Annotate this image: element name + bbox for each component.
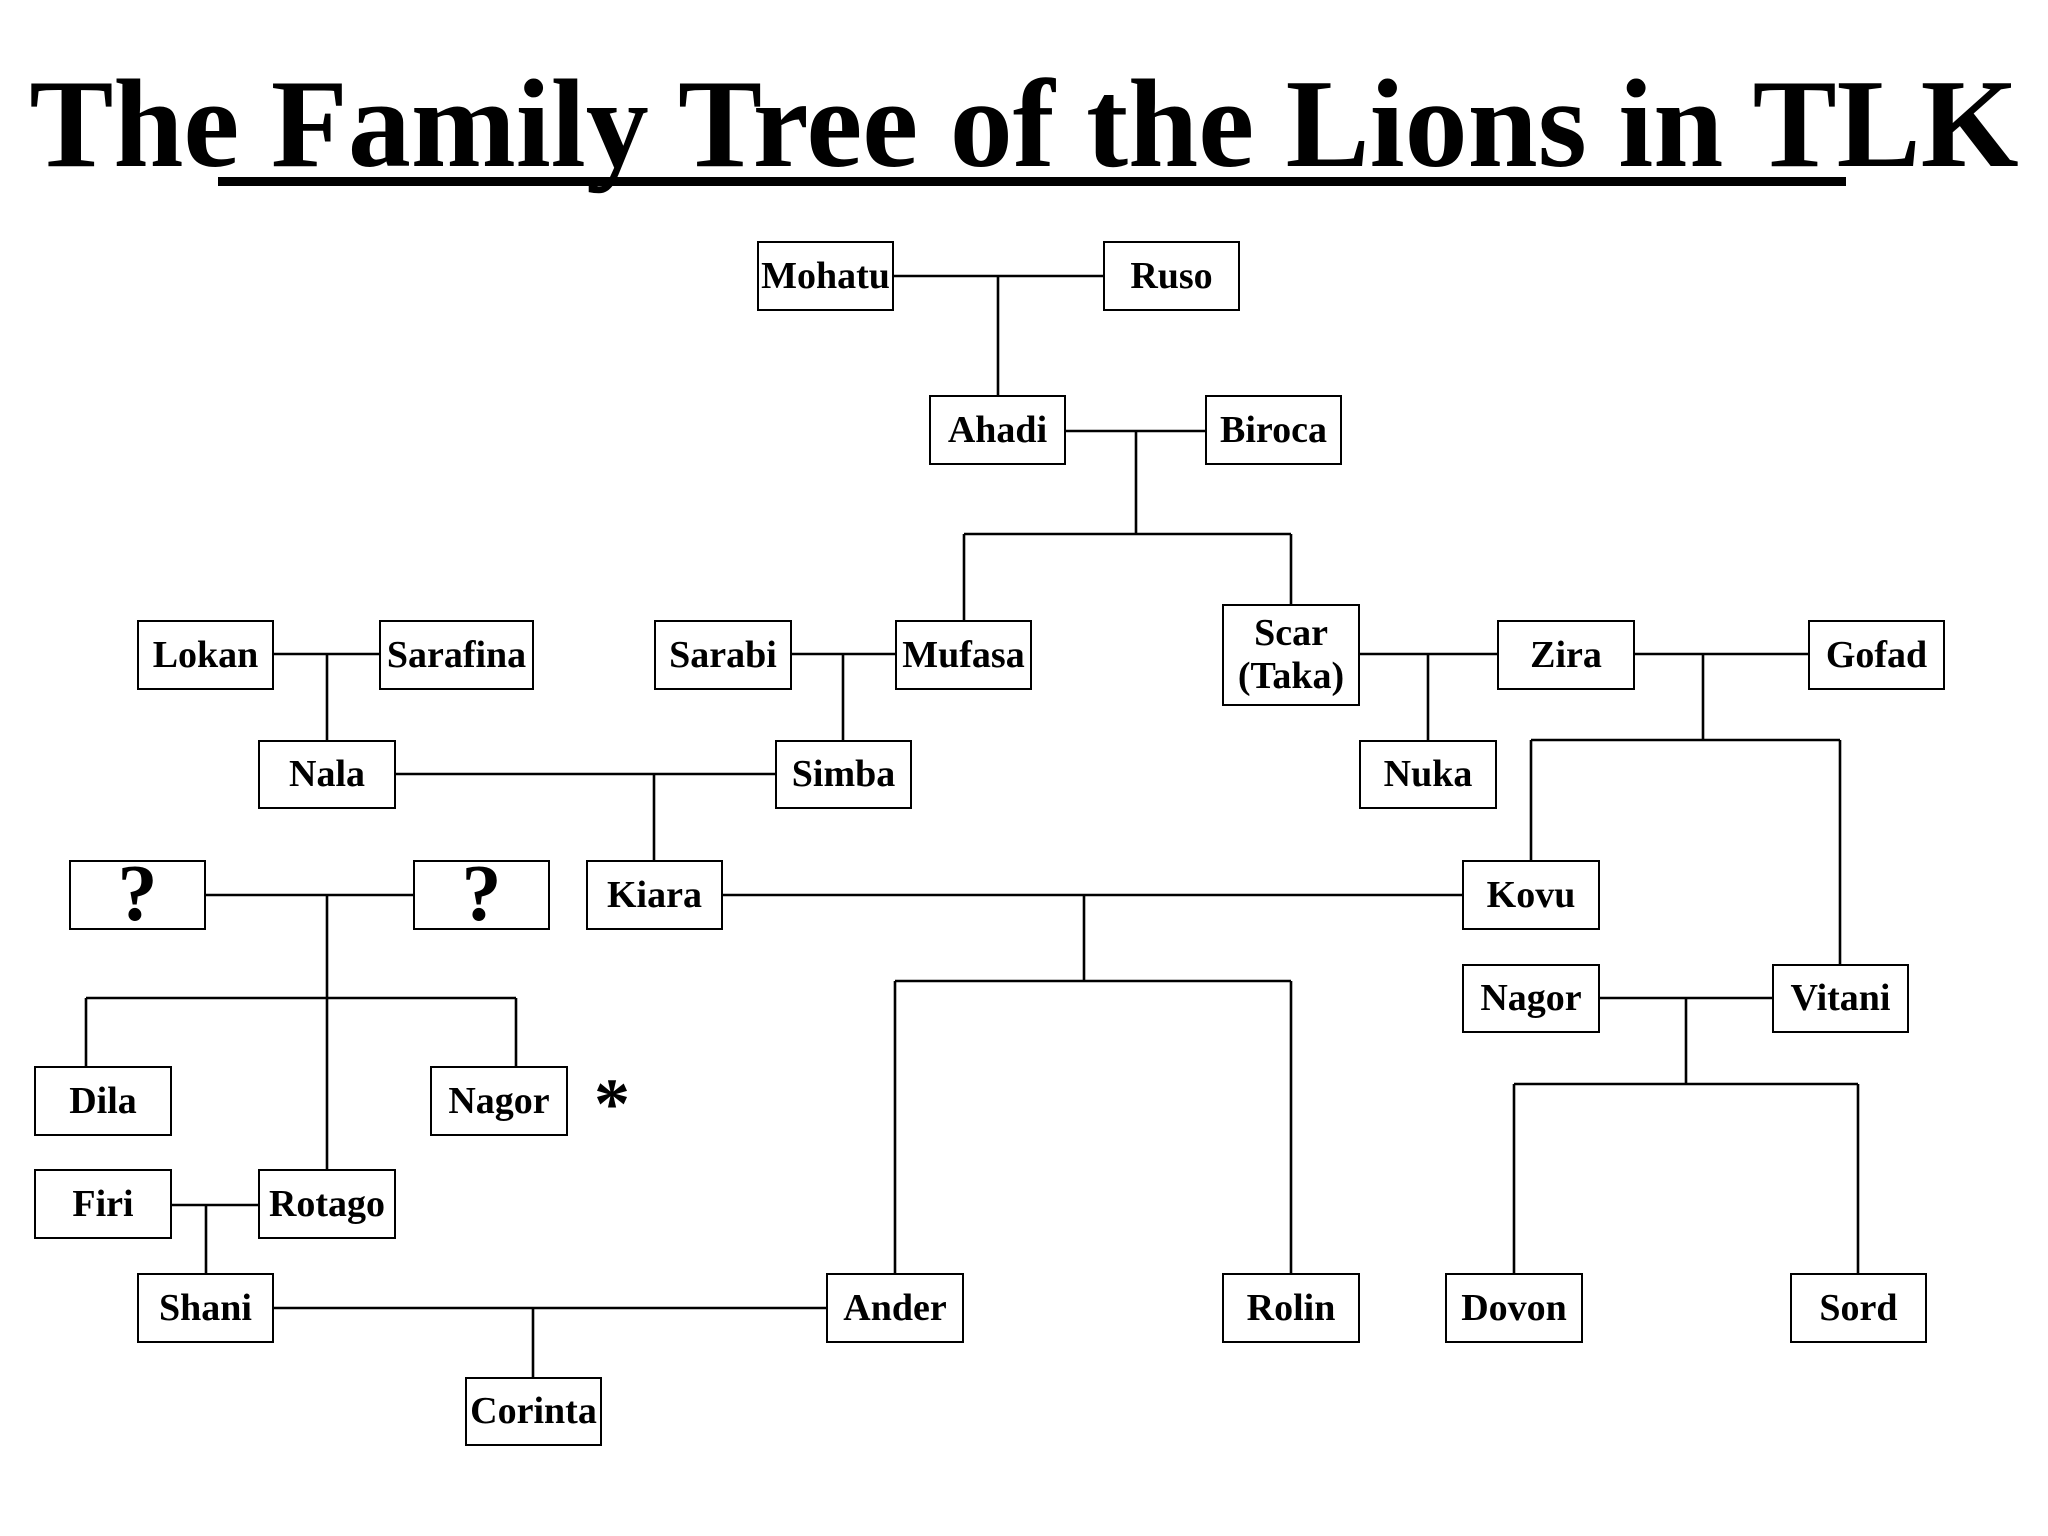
person-box-vitani: Vitani: [1772, 964, 1909, 1033]
person-name: Corinta: [470, 1390, 597, 1433]
person-box-scar: Scar (Taka): [1222, 604, 1360, 706]
person-box-ahadi: Ahadi: [929, 395, 1066, 465]
person-name: Nala: [289, 753, 365, 796]
person-box-simba: Simba: [775, 740, 912, 809]
person-box-zira: Zira: [1497, 620, 1635, 690]
person-name: Simba: [791, 753, 896, 796]
person-name: Sord: [1819, 1286, 1898, 1329]
person-box-biroca: Biroca: [1205, 395, 1342, 465]
unknown-mark: ?: [117, 860, 158, 930]
person-name: Nagor: [448, 1079, 550, 1122]
person-name: Nuka: [1383, 753, 1473, 796]
person-box-unknown-1: ?: [69, 860, 206, 930]
person-name-line1: Scar: [1254, 612, 1328, 655]
person-box-nala: Nala: [258, 740, 396, 809]
person-name: Shani: [159, 1286, 252, 1329]
person-box-shani: Shani: [137, 1273, 274, 1343]
asterisk-note-mark: *: [594, 1064, 630, 1144]
person-box-unknown-2: ?: [413, 860, 550, 930]
person-name: Dovon: [1461, 1286, 1567, 1329]
person-name: Rotago: [268, 1182, 386, 1225]
person-box-dovon: Dovon: [1445, 1273, 1583, 1343]
person-box-nuka: Nuka: [1359, 740, 1497, 809]
person-name: Zira: [1530, 633, 1602, 676]
unknown-mark: ?: [461, 860, 502, 930]
person-box-sarabi: Sarabi: [654, 620, 792, 690]
person-name: Lokan: [152, 633, 259, 676]
person-name: Rolin: [1246, 1286, 1336, 1329]
person-name: Kiara: [607, 873, 702, 916]
person-box-firi: Firi: [34, 1169, 172, 1239]
person-name: Vitani: [1790, 977, 1891, 1020]
person-box-mohatu: Mohatu: [757, 241, 894, 311]
person-box-mufasa: Mufasa: [895, 620, 1032, 690]
person-name: Mohatu: [761, 254, 890, 297]
page-title: The Family Tree of the Lions in TLK: [29, 55, 2019, 194]
person-box-rolin: Rolin: [1222, 1273, 1360, 1343]
person-name: Mufasa: [902, 633, 1025, 676]
person-box-lokan: Lokan: [137, 620, 274, 690]
person-name: Firi: [72, 1182, 134, 1225]
person-box-rotago: Rotago: [258, 1169, 396, 1239]
person-box-sarafina: Sarafina: [379, 620, 534, 690]
person-name: Ruso: [1130, 254, 1213, 297]
person-box-sord: Sord: [1790, 1273, 1927, 1343]
person-box-dila: Dila: [34, 1066, 172, 1136]
title-underline: [218, 177, 1846, 186]
person-box-ander: Ander: [826, 1273, 964, 1343]
person-name: Sarafina: [386, 633, 527, 676]
person-name: Biroca: [1220, 408, 1327, 451]
person-box-ruso: Ruso: [1103, 241, 1240, 311]
person-box-nagor-right: Nagor: [1462, 964, 1600, 1033]
person-box-nagor-left: Nagor: [430, 1066, 568, 1136]
person-box-corinta: Corinta: [465, 1377, 602, 1446]
person-name-line2: (Taka): [1237, 655, 1345, 697]
person-box-kiara: Kiara: [586, 860, 723, 930]
person-name: Dila: [69, 1079, 137, 1122]
person-box-gofad: Gofad: [1808, 620, 1945, 690]
person-name: Sarabi: [669, 633, 777, 676]
person-name: Ahadi: [947, 408, 1048, 451]
person-box-kovu: Kovu: [1462, 860, 1600, 930]
person-name: Gofad: [1825, 633, 1928, 676]
person-name: Nagor: [1480, 977, 1582, 1020]
person-name: Ander: [843, 1286, 947, 1329]
person-name: Kovu: [1486, 873, 1576, 916]
